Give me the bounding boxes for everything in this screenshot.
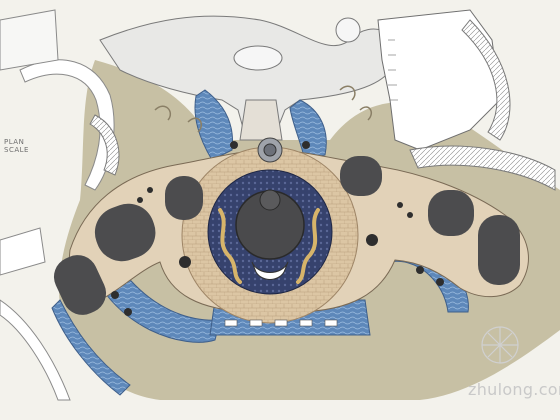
plan-label: PLAN SCALE [4, 138, 29, 154]
garden-wave-right [296, 208, 320, 284]
lower-bench-row [224, 319, 338, 327]
right-curved-ramp [461, 19, 511, 141]
kiosk-left-1 [165, 176, 203, 220]
lower-left-block [0, 227, 46, 276]
kiosk-right-3 [478, 215, 520, 285]
upper-dome [233, 45, 283, 71]
left-rect-block [0, 9, 59, 71]
right-curved-arc [409, 145, 556, 191]
right-building [377, 9, 501, 151]
kiosk-right-2 [428, 190, 474, 236]
central-pavilion-top [259, 189, 281, 211]
kiosk-right-1 [340, 156, 382, 196]
upper-round-feature [335, 17, 361, 43]
right-building-steps [388, 39, 398, 101]
left-hatched-arc [89, 114, 120, 176]
upper-walkway [239, 99, 283, 141]
tree-dots [111, 141, 444, 316]
kiosk-left-2 [94, 203, 156, 262]
central-stage [251, 261, 289, 280]
left-curve-wall [19, 59, 115, 191]
fountain-inner [263, 143, 277, 157]
lower-left-arc [0, 299, 71, 401]
corner-logo [481, 326, 519, 364]
watermark-text: zhulong.com [468, 380, 560, 399]
ground-sculptures [154, 85, 372, 133]
plan-label-line-2: SCALE [4, 146, 29, 154]
kiosk-left-3 [53, 255, 107, 315]
plan-label-line-1: PLAN [4, 138, 25, 146]
garden-wave-left [218, 208, 242, 284]
water-far-left-strip [51, 299, 131, 396]
